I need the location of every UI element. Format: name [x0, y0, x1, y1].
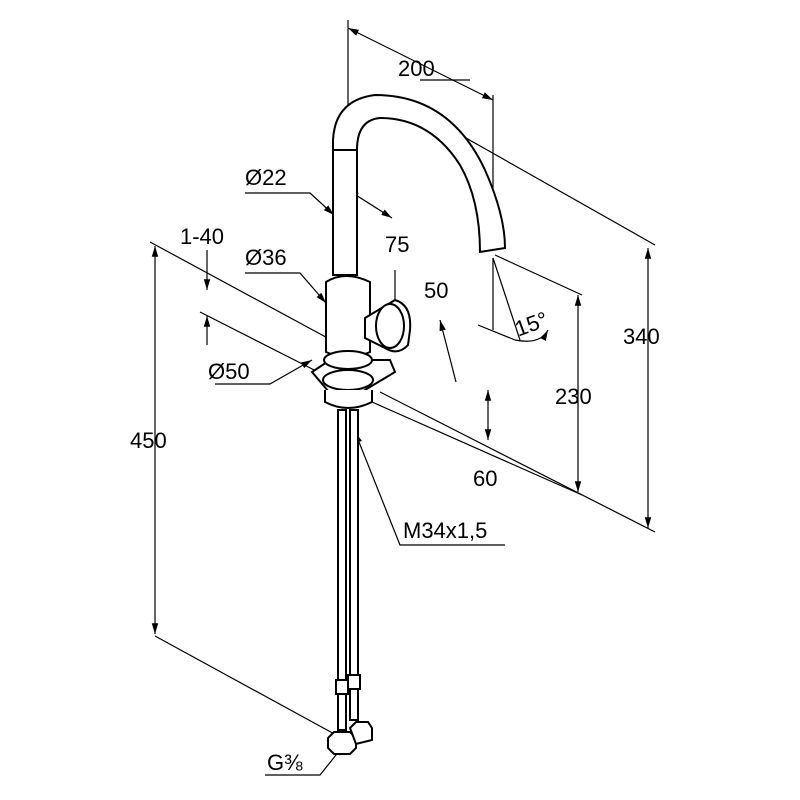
dim-body-dia: Ø36 [245, 245, 287, 270]
dim-60: 60 [473, 466, 497, 491]
dim-450: 450 [130, 428, 167, 453]
dim-thickness: 1-40 [180, 224, 224, 249]
connector [327, 731, 357, 755]
dim-thread: M34x1,5 [403, 518, 487, 543]
hose-right [349, 409, 359, 721]
dimension-lines [151, 27, 652, 776]
dim-340: 340 [623, 324, 660, 349]
body [325, 275, 371, 358]
dim-spout-dia: Ø22 [245, 165, 287, 190]
stem [332, 149, 358, 276]
faucet-illustration [310, 93, 507, 755]
spout [332, 93, 507, 273]
dim-base-dia: Ø50 [208, 359, 250, 384]
dim-connection: G⅜ [267, 750, 303, 775]
dim-50: 50 [424, 278, 448, 303]
hose-left [337, 409, 347, 731]
dim-angle: 15° [511, 307, 551, 342]
dim-230: 230 [555, 384, 592, 409]
dim-75: 75 [385, 232, 409, 257]
dim-200: 200 [398, 56, 435, 81]
